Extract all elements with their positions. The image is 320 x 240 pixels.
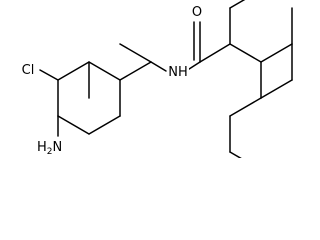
amino-label-bg — [34, 138, 64, 156]
amide-nh-label: NH — [168, 65, 188, 80]
bond-ring-n — [150, 61, 167, 72]
amino-h: H — [37, 140, 47, 155]
bond-ring-cl — [39, 69, 59, 81]
chemical-structure: O NH Cl H2N — [18, 0, 293, 158]
bond-n7 — [229, 97, 262, 117]
amide-nh-label-bg — [167, 64, 189, 79]
bond-n9 — [229, 151, 242, 158]
bond-inner-a — [88, 115, 121, 135]
bond-c1-c2 — [119, 43, 152, 63]
amide-group — [150, 21, 231, 72]
oxygen-label-bg — [190, 4, 204, 19]
bond-n3 — [229, 43, 262, 63]
bond-carbonyl-naph — [199, 43, 231, 63]
chlorine-label-bg — [18, 62, 38, 77]
bond-c4-c5 — [57, 61, 90, 81]
oxygen-label: O — [192, 5, 202, 20]
bond-c2-c3 — [119, 61, 152, 81]
bond-c3-c4 — [88, 61, 121, 81]
phenyl-ring — [57, 43, 152, 135]
naphthalene-ring — [229, 0, 293, 158]
amino-n: N — [53, 140, 63, 155]
chlorine-label: Cl — [22, 63, 35, 78]
bond-n11 — [260, 79, 293, 99]
bond-n4 — [260, 43, 293, 63]
bond-n2 — [229, 0, 246, 9]
amino-label: H2N — [37, 140, 62, 157]
amino-subscript: 2 — [47, 147, 53, 157]
bond-c6-c1 — [57, 115, 90, 135]
